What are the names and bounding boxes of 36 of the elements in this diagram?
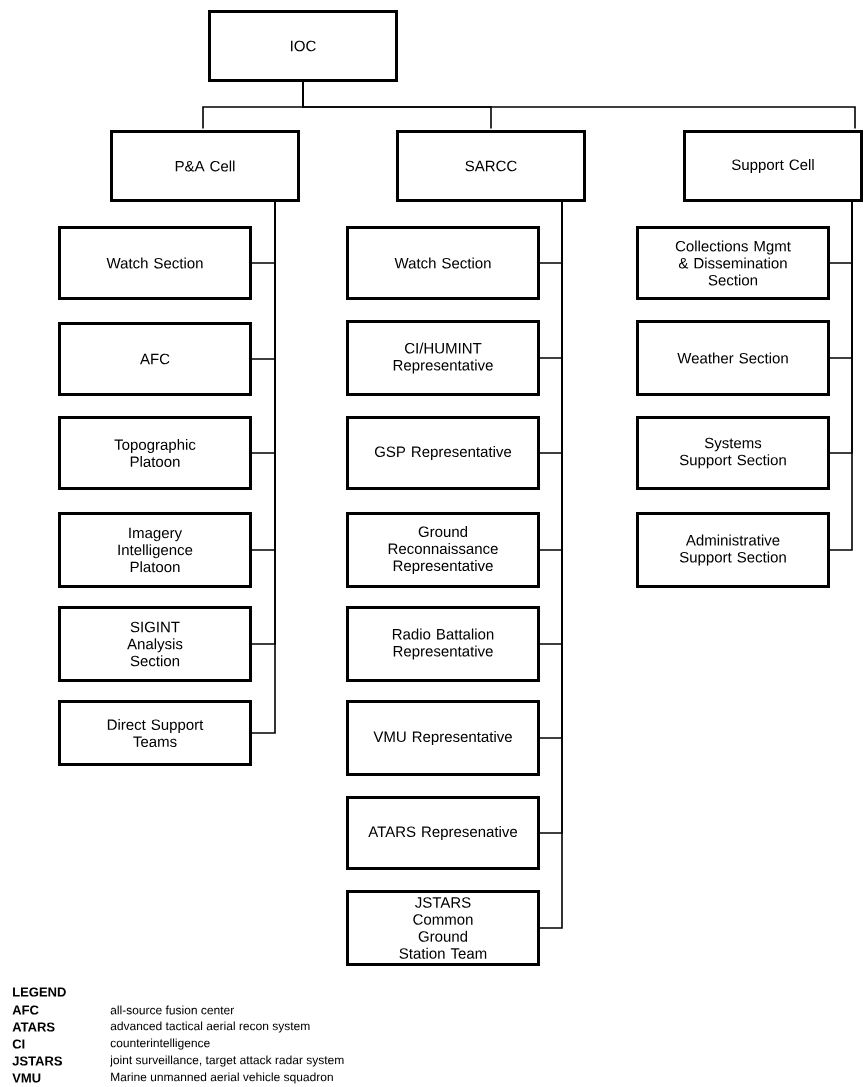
org-box: Watch Section	[346, 226, 540, 300]
org-box: CI/HUMINT Representative	[346, 320, 540, 396]
org-box: IOC	[208, 10, 398, 82]
org-box: SARCC	[396, 130, 586, 202]
org-box: ATARS Represenative	[346, 796, 540, 870]
org-box: Topographic Platoon	[58, 416, 252, 490]
org-box: Weather Section	[636, 320, 830, 396]
org-box: AFC	[58, 322, 252, 396]
definition: Marine unmanned aerial vehicle squadron	[111, 1072, 333, 1084]
org-box: Watch Section	[58, 226, 252, 300]
definition: joint surveillance, target attack radar system	[109, 1055, 344, 1067]
org-box: Systems Support Section	[636, 416, 830, 490]
connector	[829, 201, 853, 551]
org-box: Collections Mgmt & Dissemination Section	[636, 226, 830, 300]
org-box: Radio Battalion Representative	[346, 606, 540, 682]
connector	[302, 81, 856, 130]
org-box: SIGINT Analysis Section	[58, 606, 252, 682]
org-box: Support Cell	[683, 130, 863, 202]
abbreviation: VMU	[12, 1073, 41, 1083]
legend-heading: LEGEND	[13, 987, 66, 997]
org-box: Ground Reconnaissance Representative	[346, 512, 540, 588]
org-box: Direct Support Teams	[58, 700, 252, 766]
org-box: Imagery Intelligence Platoon	[58, 512, 252, 588]
org-box: VMU Representative	[346, 700, 540, 776]
abbreviation: ATARS	[12, 1022, 55, 1032]
definition: counterintelligence	[110, 1038, 210, 1050]
connector	[251, 201, 276, 734]
org-box: P&A Cell	[110, 130, 300, 202]
org-box: JSTARS Common Ground Station Team	[346, 890, 540, 966]
abbreviation: AFC	[12, 1005, 39, 1015]
org-box: GSP Representative	[346, 416, 540, 490]
definition: all-source fusion center	[110, 1005, 235, 1015]
org-box: Administrative Support Section	[636, 512, 830, 588]
abbreviation: JSTARS	[12, 1056, 62, 1066]
definition: advanced tactical aerial recon system	[110, 1021, 310, 1033]
abbreviation: CI	[12, 1039, 25, 1049]
